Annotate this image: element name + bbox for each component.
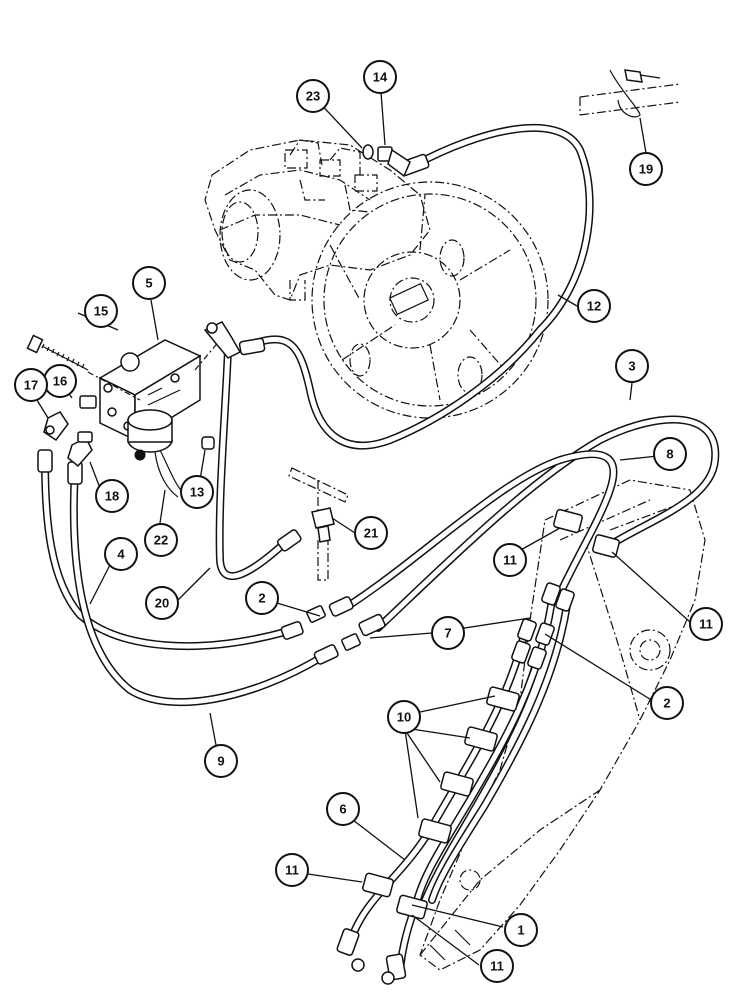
hose-8 (341, 450, 618, 612)
svg-text:10: 10 (397, 710, 411, 725)
svg-text:2: 2 (663, 696, 670, 711)
callout-7: 7 (431, 616, 465, 650)
callout-2b: 2 (650, 686, 684, 720)
callout-9: 9 (204, 744, 238, 778)
svg-text:23: 23 (306, 89, 320, 104)
callout-16: 16 (43, 364, 77, 398)
svg-text:2: 2 (258, 591, 265, 606)
callout-6: 6 (326, 792, 360, 826)
callout-8: 8 (653, 437, 687, 471)
svg-text:11: 11 (285, 863, 299, 878)
svg-text:11: 11 (503, 553, 517, 568)
svg-text:11: 11 (490, 959, 504, 974)
callout-2a: 2 (245, 581, 279, 615)
svg-text:16: 16 (53, 374, 67, 389)
callout-11d: 11 (480, 949, 514, 983)
tee-fitting (288, 467, 349, 581)
hose-clamps (362, 508, 620, 920)
svg-text:13: 13 (190, 485, 204, 500)
svg-text:15: 15 (94, 304, 108, 319)
hose-12 (246, 123, 594, 450)
cable-tie (579, 69, 681, 118)
callout-20: 20 (145, 586, 179, 620)
svg-text:17: 17 (24, 378, 38, 393)
svg-text:5: 5 (145, 276, 152, 291)
callout-18: 18 (95, 479, 129, 513)
hose-fittings (37, 153, 575, 985)
svg-text:1: 1 (517, 923, 524, 938)
bolt (26, 334, 89, 371)
callout-10: 10 (387, 700, 421, 734)
callout-3: 3 (615, 349, 649, 383)
callout-5: 5 (132, 266, 166, 300)
hose-20 (215, 346, 292, 581)
callout-12: 12 (577, 289, 611, 323)
callout-22: 22 (144, 523, 178, 557)
callout-11b: 11 (689, 607, 723, 641)
callout-1: 1 (504, 913, 538, 947)
svg-text:8: 8 (666, 447, 673, 462)
svg-text:7: 7 (444, 626, 451, 641)
pump-fittings (362, 144, 411, 178)
hose-3 (374, 415, 720, 632)
callout-11c: 11 (275, 853, 309, 887)
svg-text:6: 6 (339, 802, 346, 817)
svg-text:14: 14 (373, 70, 388, 85)
callout-21: 21 (354, 516, 388, 550)
callout-11a: 11 (493, 543, 527, 577)
svg-text:18: 18 (105, 489, 119, 504)
svg-text:21: 21 (364, 526, 378, 541)
valve-block (98, 339, 202, 498)
svg-text:22: 22 (154, 533, 168, 548)
svg-text:20: 20 (155, 596, 169, 611)
svg-text:4: 4 (117, 547, 125, 562)
assembly-centerline (87, 339, 221, 401)
callout-17: 17 (14, 368, 48, 402)
svg-text:9: 9 (217, 754, 224, 769)
valve-fittings (43, 321, 242, 468)
svg-text:19: 19 (639, 162, 653, 177)
callout-15: 15 (84, 294, 118, 328)
hose-4 (41, 456, 289, 651)
callout-23: 23 (296, 79, 330, 113)
callout-4: 4 (104, 537, 138, 571)
hose-9 (69, 466, 326, 707)
svg-text:3: 3 (628, 359, 635, 374)
svg-text:11: 11 (699, 617, 713, 632)
hydraulic-pump-phantom (204, 139, 549, 419)
callout-14: 14 (363, 60, 397, 94)
callout-19: 19 (629, 152, 663, 186)
callout-13: 13 (180, 475, 214, 509)
svg-text:12: 12 (587, 299, 601, 314)
